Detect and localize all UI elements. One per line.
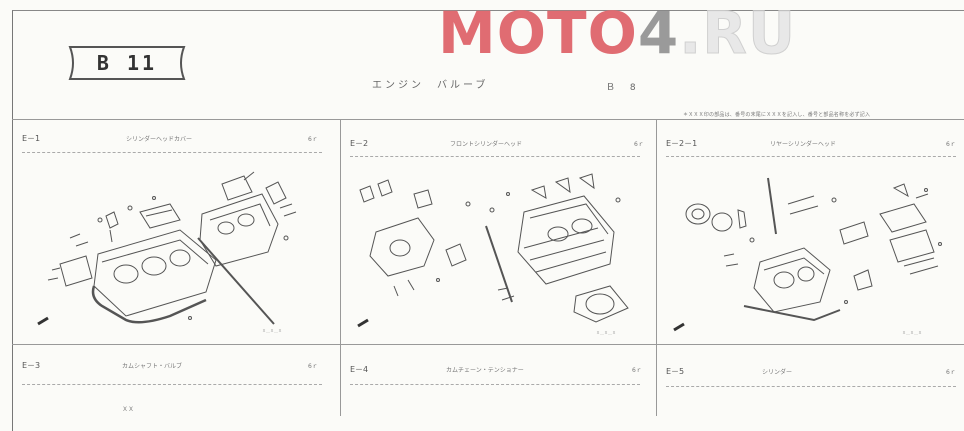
diagram-ref-code: Ｘ＿Ｘ＿Ｘ bbox=[262, 328, 282, 333]
cell-header-e2: E－2 フロントシリンダーヘッド 6ｒ bbox=[350, 138, 650, 154]
cell-number: E－4 bbox=[350, 365, 369, 374]
cell-page-ref: 6ｒ bbox=[308, 363, 318, 370]
watermark-ru: .RU bbox=[679, 0, 797, 67]
exploded-diagram-e2: Ｘ＿Ｘ＿Ｘ bbox=[348, 170, 648, 338]
diagram-part-label: ＸＸ bbox=[122, 406, 135, 413]
front-cylinder-head-diagram bbox=[357, 173, 629, 328]
cell-header-e2-1: E－2－1 リヤーシリンダーヘッド 6ｒ bbox=[666, 138, 960, 154]
diagram-ref-code: Ｘ＿Ｘ＿Ｘ bbox=[596, 330, 616, 335]
cell-page-ref: 6ｒ bbox=[946, 369, 956, 376]
cell-page-ref: 6ｒ bbox=[308, 136, 318, 143]
cell-underline bbox=[666, 386, 956, 387]
section-code: B 11 bbox=[96, 51, 158, 75]
cell-title: リヤーシリンダーヘッド bbox=[770, 141, 836, 148]
section-badge: B 11 bbox=[64, 44, 190, 82]
cell-title: シリンダーヘッドカバー bbox=[126, 136, 193, 143]
cell-underline bbox=[350, 156, 640, 157]
parts-catalog-page: MOTO4.RU B 11 エンジン バルーブ Ｂ 8 ＊ＸＸＸ印の部品は、番号… bbox=[12, 4, 964, 431]
watermark-four: 4 bbox=[637, 0, 680, 67]
cell-number: E－1 bbox=[22, 134, 41, 143]
cell-title: シリンダー bbox=[762, 369, 793, 376]
cell-page-ref: 6ｒ bbox=[632, 367, 642, 374]
diagram-ref-code: Ｘ＿Ｘ＿Ｘ bbox=[902, 330, 922, 335]
cell-underline bbox=[666, 156, 956, 157]
cell-number: E－3 bbox=[22, 361, 41, 370]
cell-header-e3: E－3 カムシャフト・バルブ 6ｒ bbox=[22, 360, 322, 376]
cell-header-e4: E－4 カムチェーン・テンショナー 6ｒ bbox=[350, 364, 650, 380]
cylinder-head-cover-diagram bbox=[37, 171, 297, 326]
badge-frame-icon bbox=[68, 46, 186, 80]
cell-header-e1: E－1 シリンダーヘッドカバー 6ｒ bbox=[22, 133, 322, 149]
cell-number: E－2 bbox=[350, 139, 369, 148]
cell-underline bbox=[22, 152, 322, 153]
exploded-diagram-e1: Ｘ＿Ｘ＿Ｘ bbox=[30, 168, 330, 338]
cell-underline bbox=[350, 384, 640, 385]
cell-title: カムシャフト・バルブ bbox=[122, 363, 183, 370]
exploded-diagram-e2-1: Ｘ＿Ｘ＿Ｘ bbox=[664, 170, 960, 338]
cell-underline bbox=[22, 384, 322, 385]
page-subcode: Ｂ 8 bbox=[606, 83, 642, 93]
cell-number: E－2－1 bbox=[666, 139, 698, 148]
grid-line-top bbox=[12, 119, 964, 120]
watermark-moto: MOTO bbox=[438, 0, 638, 67]
cell-page-ref: 6ｒ bbox=[946, 141, 956, 148]
cell-page-ref: 6ｒ bbox=[634, 141, 644, 148]
rear-cylinder-head-diagram bbox=[673, 177, 942, 332]
cell-header-e5: E－5 シリンダー 6ｒ bbox=[666, 366, 960, 382]
header-note: ＊ＸＸＸ印の部品は、番号の末尾にＸＸＸを記入し、番号と部品名称を必ず記入 bbox=[683, 112, 871, 118]
grid-line-col-1 bbox=[340, 119, 341, 416]
page-frame bbox=[12, 10, 964, 431]
grid-line-col-2 bbox=[656, 119, 657, 416]
cell-number: E－5 bbox=[666, 367, 685, 376]
cell-title: フロントシリンダーヘッド bbox=[450, 141, 523, 148]
cell-title: カムチェーン・テンショナー bbox=[446, 367, 524, 374]
site-watermark: MOTO4.RU bbox=[438, 4, 796, 63]
grid-line-middle bbox=[12, 344, 964, 345]
page-title: エンジン バルーブ bbox=[372, 80, 489, 91]
